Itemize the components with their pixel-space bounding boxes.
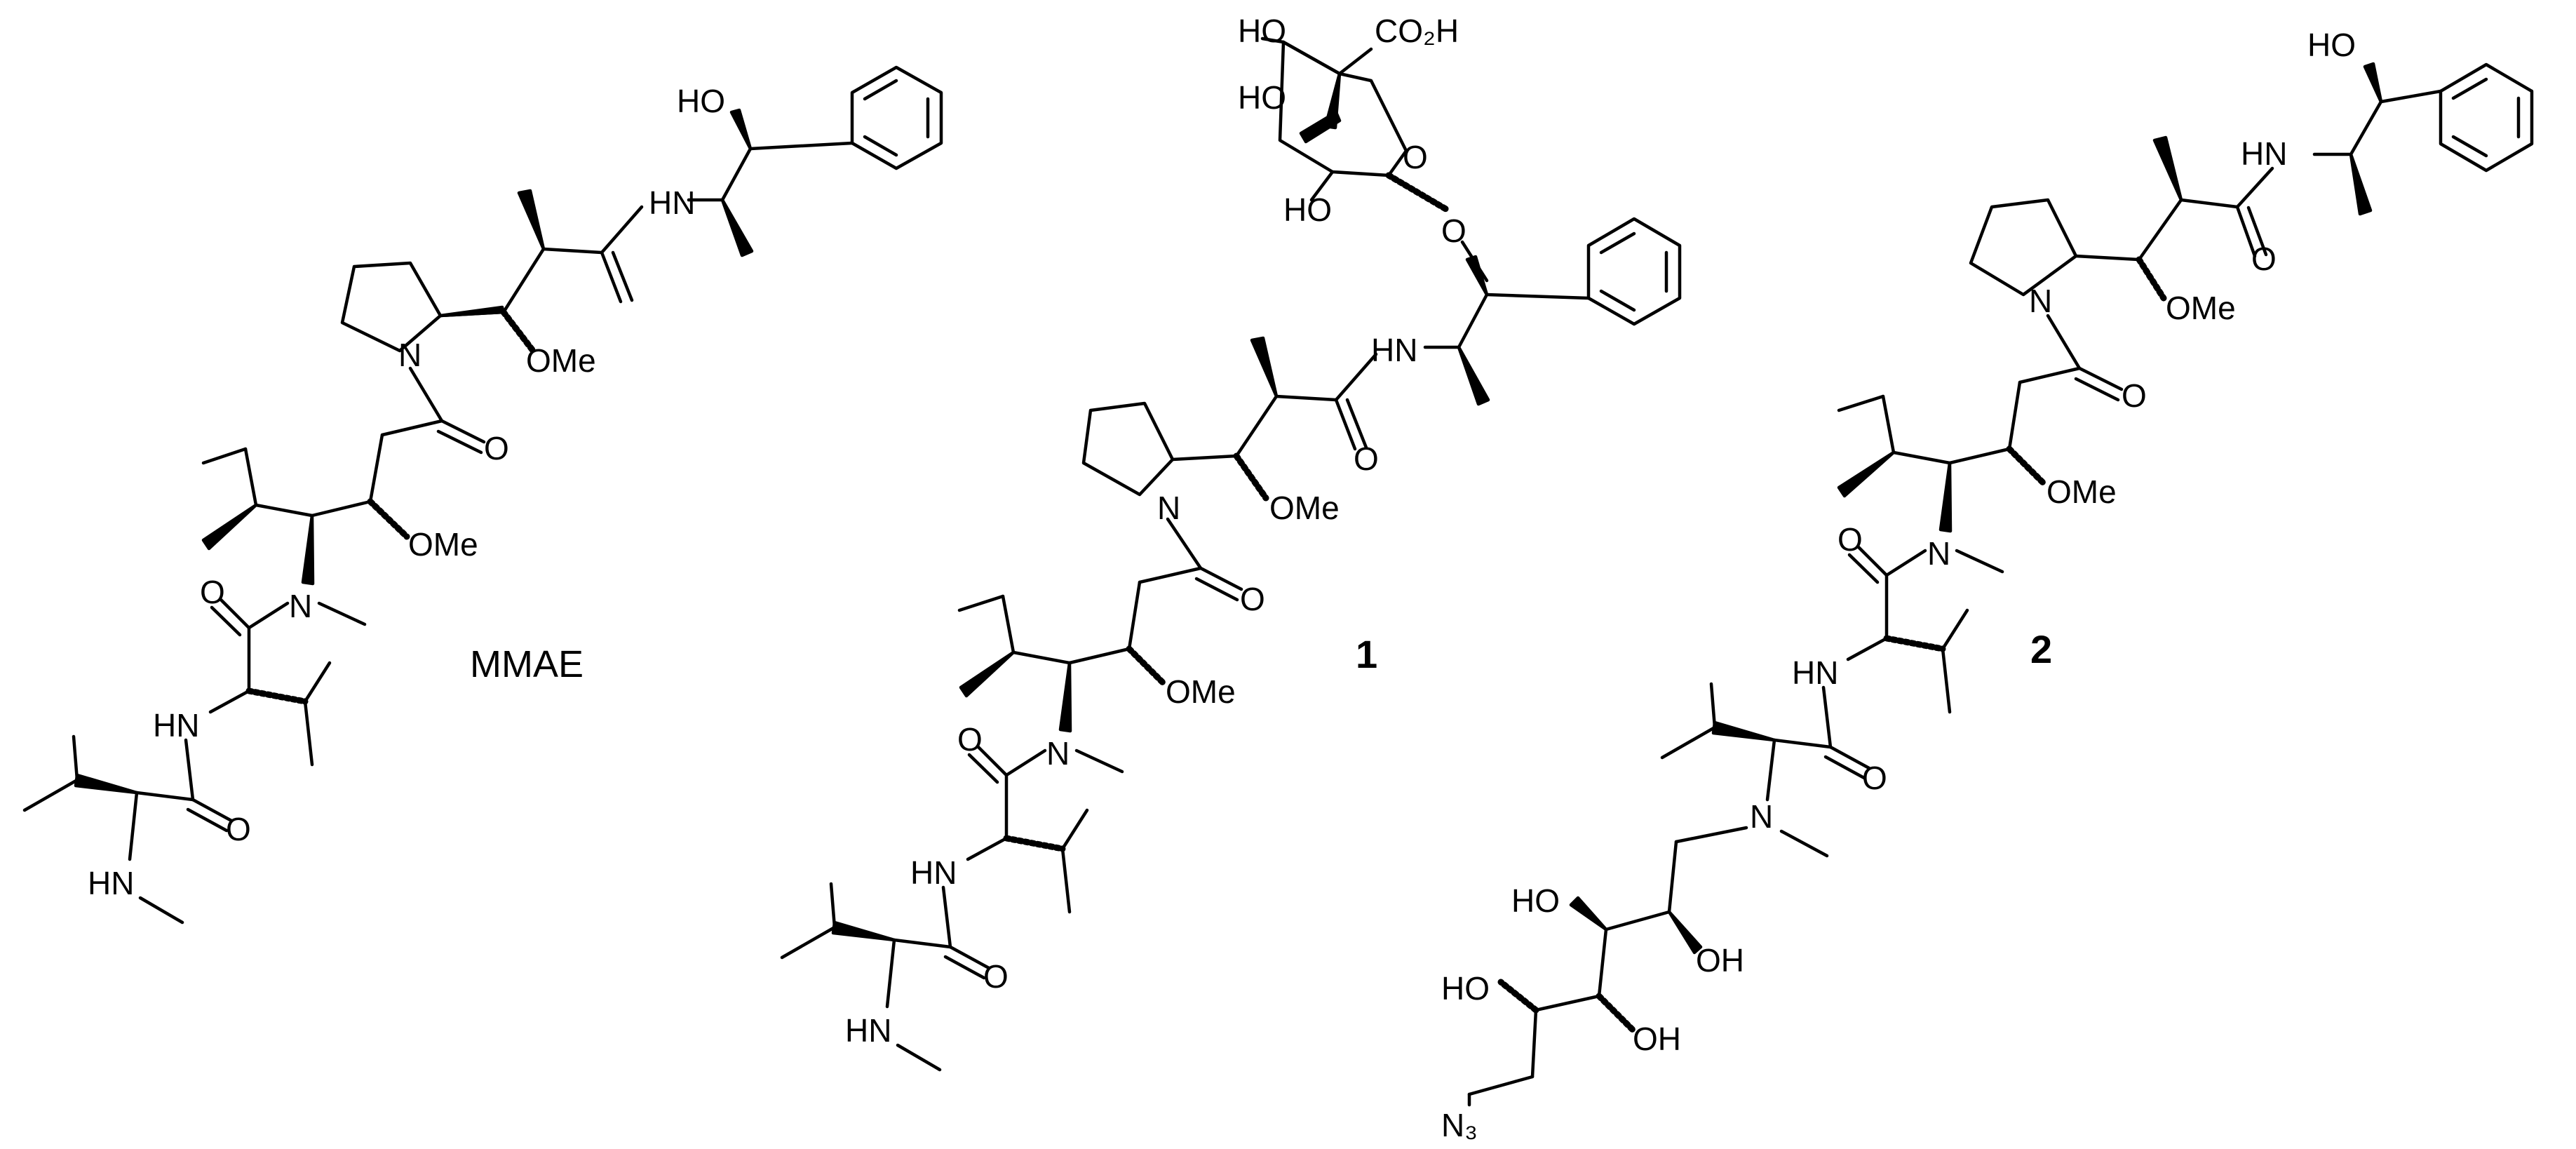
atom-label: O: [1240, 581, 1265, 617]
atom-label: N: [1046, 735, 1070, 772]
atom-label: HN: [649, 184, 695, 221]
atom-label: N: [398, 337, 422, 373]
atom-label: O: [2122, 377, 2147, 414]
atom-label: OMe: [526, 342, 596, 379]
structure-mmae: [22, 65, 943, 925]
atom-label: HO: [1441, 970, 1490, 1007]
atom-label: OMe: [2046, 473, 2117, 510]
atom-label: HN: [1371, 332, 1417, 368]
atom-label: O: [484, 430, 509, 466]
compound-label-2: 2: [2030, 627, 2052, 671]
atom-label: O: [200, 574, 225, 610]
atom-label: N: [289, 588, 312, 624]
structure-2: [1467, 62, 2534, 1107]
atom-label: OMe: [1269, 490, 1340, 526]
atom-label: HN: [1792, 654, 1838, 691]
atom-label: HN: [153, 707, 199, 744]
atom-label: N: [1927, 535, 1950, 572]
atom-label: O: [2251, 241, 2277, 277]
compound-label-1: 1: [1356, 632, 1377, 676]
atom-label: OH: [1696, 942, 1744, 979]
atom-label: HN: [845, 1012, 891, 1049]
atom-label: HO: [2307, 27, 2356, 63]
compound-2-atom-labels: HO HN O N OMe O OMe O N HN O N HO OH HO …: [1441, 27, 2356, 1143]
atom-label: O: [1862, 760, 1887, 796]
atom-label: HN: [910, 854, 957, 891]
mmae-atom-labels: HO HN OMe N O OMe O N HN O HN: [88, 83, 725, 901]
atom-label: HO: [677, 83, 725, 119]
atom-label: OMe: [408, 526, 478, 563]
atom-label: OMe: [2166, 290, 2236, 326]
compound-1-atom-labels: HO CO₂H HO O HO O HN N O OMe O OMe O N H…: [845, 13, 1466, 1049]
atom-label: O: [1837, 521, 1863, 558]
atom-label: N: [2029, 283, 2052, 319]
atom-label: HO: [1238, 13, 1286, 49]
atom-label: HN: [2241, 135, 2287, 172]
atom-label: HO: [1238, 79, 1286, 116]
atom-label: O: [983, 958, 1009, 995]
atom-label: HN: [88, 865, 134, 901]
atom-label: O: [1441, 213, 1466, 249]
atom-label: O: [957, 721, 983, 758]
compound-label-mmae: MMAE: [470, 643, 584, 685]
atom-label: O: [1403, 139, 1428, 175]
atom-label: OH: [1633, 1021, 1681, 1057]
atom-label: CO₂H: [1375, 13, 1459, 49]
atom-label: N: [1750, 798, 1773, 835]
structure-1: [780, 36, 1682, 1072]
atom-label: O: [226, 811, 251, 847]
atom-label: HO: [1283, 192, 1332, 228]
atom-label: OMe: [1166, 673, 1236, 710]
atom-label: HO: [1511, 882, 1560, 919]
atom-label: O: [1354, 441, 1379, 477]
atom-label: N: [1157, 490, 1180, 526]
atom-label: N₃: [1441, 1107, 1478, 1143]
